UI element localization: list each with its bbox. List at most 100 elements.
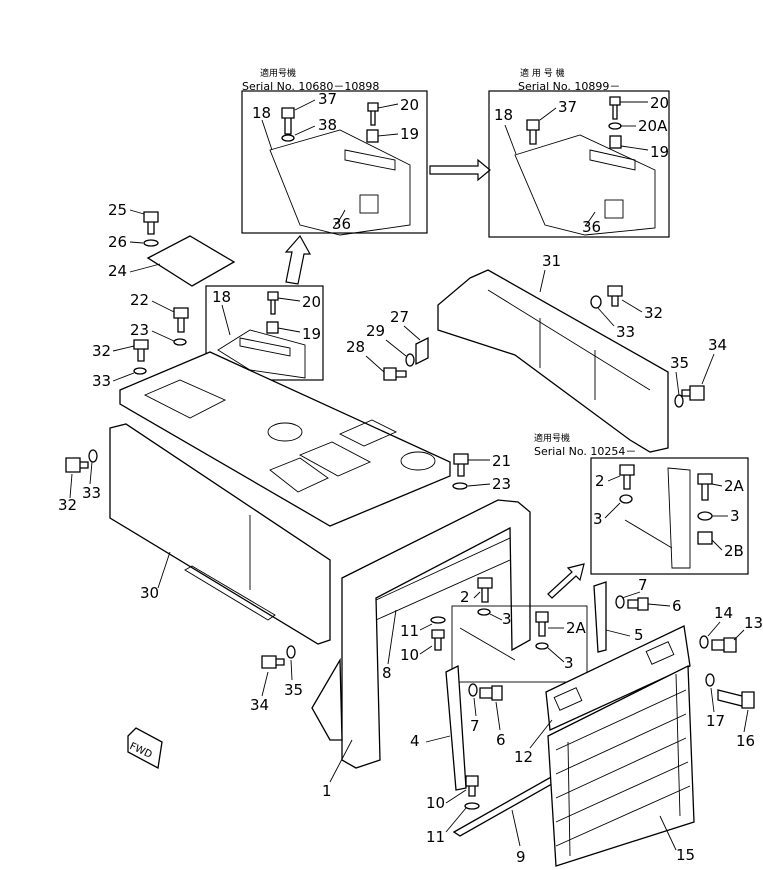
rear-cover-31: 31 32 33 34 35 xyxy=(437,252,727,453)
grille-frame-drawing xyxy=(547,664,695,867)
bolt-2A-drawing xyxy=(697,473,713,501)
leader xyxy=(329,739,353,783)
bolt-34-drawing xyxy=(261,655,285,669)
deck-panel xyxy=(338,419,398,447)
leader xyxy=(539,107,557,121)
bar-4-group: 4 7 6 10 11 xyxy=(410,664,506,846)
label-31: 31 xyxy=(542,252,561,270)
label-33: 33 xyxy=(616,323,635,341)
leader xyxy=(607,475,621,482)
label-2A: 2A xyxy=(566,619,587,637)
bracket-callout-frame xyxy=(451,605,588,683)
side-cover-drawing xyxy=(109,423,331,645)
leader xyxy=(403,325,421,341)
leader xyxy=(377,103,399,109)
bolt-13-drawing xyxy=(711,637,737,653)
leader xyxy=(495,701,501,731)
serial-range-label: Serial No. 10680－10898 xyxy=(242,80,379,93)
label-33: 33 xyxy=(82,484,101,502)
inset-box-serial-10254: 適用号機 Serial No. 10254－ 2 2A 3 3 2B xyxy=(534,432,749,575)
leader xyxy=(620,145,649,151)
leader xyxy=(365,355,385,373)
applicability-label: 適用号機 xyxy=(260,67,296,79)
leader xyxy=(112,372,135,382)
bolt-2A-drawing xyxy=(535,611,549,637)
label-17: 17 xyxy=(706,712,725,730)
label-10: 10 xyxy=(400,646,419,664)
top-deck-plate: 22 23 32 33 xyxy=(92,291,451,527)
bolt-2-drawing xyxy=(619,464,635,490)
label-14: 14 xyxy=(714,604,733,622)
leader xyxy=(445,807,467,833)
leader xyxy=(711,483,723,487)
label-2B: 2B xyxy=(724,542,744,560)
washer-11-drawing xyxy=(464,802,480,810)
leader xyxy=(621,591,641,599)
inset-box-middle: 18 20 19 xyxy=(205,285,324,381)
grille-top-panel-drawing xyxy=(545,625,691,731)
leader xyxy=(489,613,503,621)
leader xyxy=(129,241,144,244)
leader xyxy=(621,299,643,313)
label-23: 23 xyxy=(130,321,149,339)
label-25: 25 xyxy=(108,201,127,219)
leader xyxy=(647,603,671,607)
latch-drawing xyxy=(359,194,379,214)
washer-3-drawing xyxy=(697,511,713,521)
leader xyxy=(511,809,521,847)
deck-drawing xyxy=(119,351,451,527)
leader xyxy=(529,719,553,749)
label-10: 10 xyxy=(426,794,445,812)
leader xyxy=(445,789,467,804)
callout-19: 19 xyxy=(400,125,419,143)
spacer-19-drawing xyxy=(366,129,379,143)
bolt-34-drawing xyxy=(681,385,705,401)
spacer-19-drawing xyxy=(266,321,279,334)
tie-rod-drawing xyxy=(459,627,516,661)
deck-hole xyxy=(400,451,436,471)
bolt-34-group: 34 35 xyxy=(250,645,303,714)
fwd-arrow-icon xyxy=(127,727,163,770)
label-35: 35 xyxy=(670,354,689,372)
washer-26-drawing xyxy=(143,239,159,247)
label-7: 7 xyxy=(638,576,648,594)
leader xyxy=(261,671,269,697)
washer-7-drawing xyxy=(615,595,625,609)
label-24: 24 xyxy=(108,262,127,280)
bolt-32-drawing xyxy=(65,457,89,473)
leader xyxy=(69,473,73,499)
leader xyxy=(604,502,621,519)
leader xyxy=(710,687,715,713)
top-panel-slot xyxy=(553,687,583,711)
frame-drawing xyxy=(341,499,531,769)
bolt-28-drawing xyxy=(383,367,407,381)
label-3: 3 xyxy=(593,510,603,528)
label-26: 26 xyxy=(108,233,127,251)
bar-5-drawing xyxy=(593,581,607,653)
leader xyxy=(332,209,346,229)
label-6: 6 xyxy=(496,731,506,749)
hinge-drawing xyxy=(239,337,291,357)
washer-38-drawing xyxy=(281,134,295,142)
louver xyxy=(555,737,687,799)
callout-19: 19 xyxy=(650,143,669,161)
louver xyxy=(555,689,687,751)
washer-17-drawing xyxy=(705,673,715,687)
label-3: 3 xyxy=(730,507,740,525)
leader xyxy=(294,99,316,111)
leader xyxy=(473,697,477,717)
callout-20: 20 xyxy=(302,293,321,311)
serial-range-label: Serial No. 10254－ xyxy=(534,445,636,458)
callout-36: 36 xyxy=(582,218,601,236)
deck-hole xyxy=(267,422,303,442)
serial-range-label: Serial No. 10899－ xyxy=(518,80,620,93)
leader xyxy=(425,735,451,743)
callout-18: 18 xyxy=(494,106,513,124)
bolt-20-drawing xyxy=(267,291,279,315)
leader xyxy=(547,647,565,663)
label-6: 6 xyxy=(672,597,682,615)
leader xyxy=(277,297,301,302)
top-panel-slot xyxy=(645,641,675,665)
label-8: 8 xyxy=(382,664,392,682)
